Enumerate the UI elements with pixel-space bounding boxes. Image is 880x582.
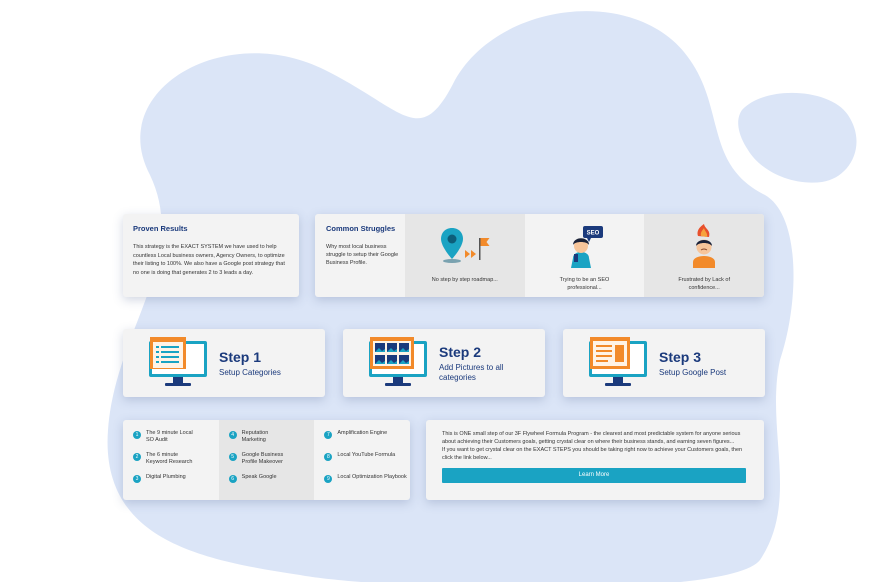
modules-column: 1 The 9 minute Local SO Audit 2 The 6 minu…: [123, 420, 219, 500]
seo-person-icon: SEO: [561, 224, 609, 268]
struggle-item-seo: SEO Trying to be an SEO professional...: [525, 214, 645, 297]
monitor-pictures-icon: [369, 337, 427, 386]
module-item: 2 The 6 minute Keyword Research: [133, 452, 219, 474]
module-item: 4 Reputation Marketing: [228, 430, 315, 452]
module-label: Speak Google: [241, 474, 277, 480]
module-number: 9: [324, 475, 333, 483]
module-number: 6: [228, 475, 237, 483]
step-title: Step 1: [219, 348, 262, 365]
module-label: Local Optimization Playbook: [337, 474, 407, 480]
modules-card: 1 The 9 minute Local SO Audit 2 The 6 minu…: [123, 420, 410, 500]
module-item: 1 The 9 minute Local SO Audit: [133, 430, 219, 452]
module-number: 3: [133, 475, 141, 483]
modules-column: 4 Reputation Marketing 5 Google Business P…: [218, 420, 315, 500]
module-item: 8 Local YouTube Formula: [324, 452, 410, 474]
module-label: Reputation Marketing: [241, 430, 269, 443]
module-number: 2: [133, 453, 141, 461]
module-label: Google Business Profile Makeover: [241, 452, 284, 465]
module-label: Amplification Engine: [337, 430, 388, 436]
module-number: 7: [324, 431, 333, 439]
proven-results-card: Proven Results This strategy is the EXAC…: [123, 214, 299, 297]
struggle-caption: Trying to be an SEO professional...: [559, 277, 610, 291]
proven-results-title: Proven Results: [133, 224, 188, 233]
module-item: 9 Local Optimization Playbook: [324, 474, 410, 496]
modules-column: 7 Amplification Engine 8 Local YouTube For…: [314, 420, 410, 500]
module-number: 5: [228, 453, 237, 461]
step-3-card: Step 3 Setup Google Post: [563, 329, 765, 397]
step-1-card: Step 1 Setup Categories: [123, 329, 325, 397]
roadmap-icon: [439, 224, 491, 268]
module-label: The 9 minute Local SO Audit: [146, 430, 193, 443]
struggle-caption: No step by step roadmap...: [431, 277, 498, 283]
module-label: Local YouTube Formula: [337, 452, 396, 458]
module-number: 8: [324, 453, 333, 461]
cta-card: This is ONE small step of our 3F Flywhee…: [426, 420, 764, 500]
step-title: Step 2: [439, 343, 482, 360]
step-title: Step 3: [659, 348, 702, 365]
cta-paragraph: This is ONE small step of our 3F Flywhee…: [442, 431, 741, 445]
struggle-caption: Frustrated by Lack of confidence...: [678, 277, 730, 291]
step-2-card: Step 2 Add Pictures to all categories: [343, 329, 545, 397]
step-subtitle: Add Pictures to all categories: [439, 362, 504, 382]
struggles-intro: Common Struggles Why most local business…: [315, 214, 405, 297]
module-number: 4: [228, 431, 237, 439]
cta-paragraph: If you want to get crystal clear on the …: [442, 447, 743, 461]
module-label: The 6 minute Keyword Research: [146, 452, 193, 465]
step-subtitle: Setup Categories: [219, 367, 281, 377]
common-struggles-card: Common Struggles Why most local business…: [315, 214, 764, 297]
struggle-item-confidence: Frustrated by Lack of confidence...: [644, 214, 764, 297]
seo-badge-text: SEO: [586, 231, 599, 237]
proven-results-text: This strategy is the EXACT SYSTEM we hav…: [133, 244, 285, 276]
module-label: Digital Plumbing: [146, 474, 186, 480]
module-item: 7 Amplification Engine: [324, 430, 410, 452]
monitor-post-icon: [589, 337, 647, 386]
monitor-list-icon: [149, 337, 207, 386]
struggles-title: Common Struggles: [326, 224, 396, 233]
module-item: 6 Speak Google: [228, 474, 315, 496]
learn-more-button[interactable]: Learn More: [442, 468, 746, 483]
struggle-item-roadmap: No step by step roadmap...: [405, 214, 525, 297]
module-item: 3 Digital Plumbing: [133, 474, 219, 496]
module-item: 5 Google Business Profile Makeover: [228, 452, 315, 474]
step-subtitle: Setup Google Post: [659, 367, 727, 377]
module-number: 1: [133, 431, 141, 439]
frustrated-person-icon: [687, 224, 721, 268]
struggles-text: Why most local business struggle to setu…: [326, 244, 399, 266]
